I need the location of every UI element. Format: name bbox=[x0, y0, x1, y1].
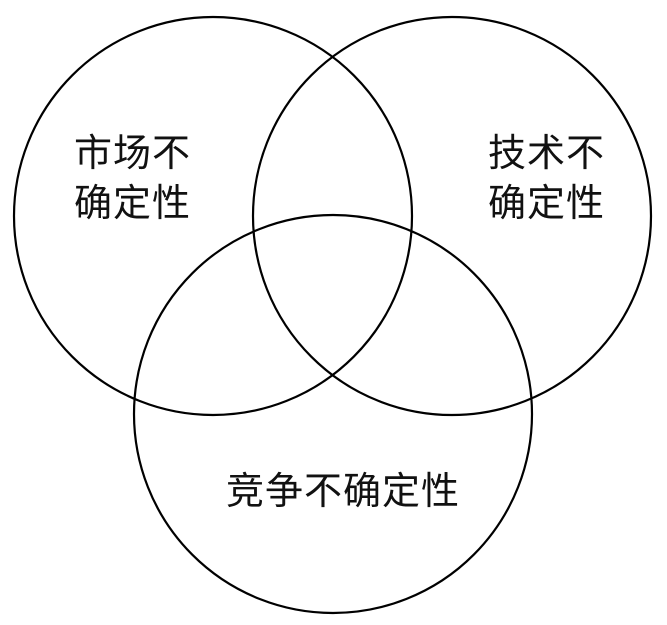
market-uncertainty-label-line2: 确定性 bbox=[74, 181, 192, 225]
competition-uncertainty-circle bbox=[132, 213, 534, 615]
technology-uncertainty-label-line1: 技术不 bbox=[488, 131, 606, 175]
market-uncertainty-circle bbox=[12, 15, 414, 417]
technology-uncertainty-circle bbox=[251, 15, 653, 417]
competition-uncertainty-label-text: 竞争不确定性 bbox=[226, 469, 461, 513]
technology-uncertainty-label-line2: 确定性 bbox=[488, 181, 606, 225]
competition-uncertainty-label: 竞争不确定性 bbox=[226, 466, 460, 516]
technology-uncertainty-label: 技术不 确定性 bbox=[488, 128, 605, 228]
market-uncertainty-label: 市场不 确定性 bbox=[74, 128, 191, 228]
market-uncertainty-label-line1: 市场不 bbox=[74, 131, 192, 175]
